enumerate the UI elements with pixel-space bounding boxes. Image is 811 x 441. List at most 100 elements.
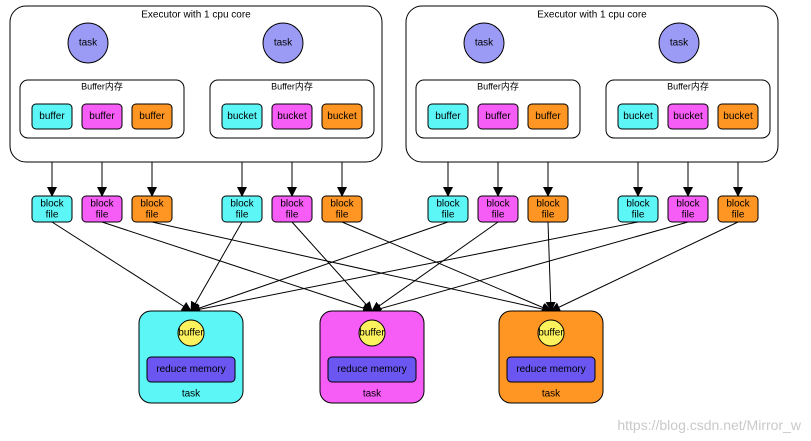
reduce-memory-label: reduce memory [337, 364, 406, 375]
map-task-circle [658, 22, 700, 64]
block-file-label-line1: block [536, 199, 560, 210]
reduce-buffer-label: buffer [538, 328, 564, 339]
file-to-reduce-arrow [550, 221, 739, 312]
reduce-memory-box [506, 356, 596, 383]
block-file-label-line2: file [46, 210, 59, 221]
file-to-reduce-arrow [371, 221, 689, 314]
bucket-box [617, 103, 659, 130]
map-task-circle [463, 22, 505, 64]
reduce-buffer-circle [358, 319, 386, 347]
block-file-label-line2: file [492, 210, 505, 221]
bucket-box [221, 103, 263, 130]
map-task-label: task [670, 38, 689, 49]
block-file-box [477, 195, 519, 223]
block-file-label-line1: block [726, 199, 750, 210]
block-file-label-line2: file [682, 210, 695, 221]
file-to-reduce-arrow [190, 221, 449, 313]
block-file-label-line1: block [676, 199, 700, 210]
block-file-box [31, 195, 73, 223]
reduce-buffer-circle [177, 319, 205, 347]
file-to-reduce-arrow [101, 221, 373, 313]
reduce-buffer-label: buffer [359, 328, 385, 339]
block-file-box [527, 195, 569, 223]
file-to-reduce-arrow [51, 221, 192, 312]
block-file-box [221, 195, 263, 223]
reduce-memory-box [146, 356, 236, 383]
map-task-label: task [475, 38, 494, 49]
buffer-box [527, 103, 569, 130]
reduce-memory-label: reduce memory [156, 364, 225, 375]
bucket-label: bucket [723, 111, 753, 122]
block-file-label-line2: file [236, 210, 249, 221]
file-to-reduce-arrow [545, 221, 556, 312]
reduce-memory-box [327, 356, 417, 383]
bucket-label: bucket [623, 111, 653, 122]
block-file-label-line2: file [146, 210, 159, 221]
bucket-label: bucket [277, 111, 307, 122]
block-file-label-line2: file [286, 210, 299, 221]
map-task-label: task [274, 38, 293, 49]
map-task-label: task [79, 38, 98, 49]
buffer-memory-label: Buffer内存 [667, 80, 709, 91]
watermark: https://blog.csdn.net/Mirror_w [617, 417, 801, 433]
buffer-box [427, 103, 469, 130]
block-file-label-line1: block [626, 199, 650, 210]
buffer-box [477, 103, 519, 130]
bucket-box [717, 103, 759, 130]
reduce-task-label: task [363, 389, 382, 400]
buffer-box [131, 103, 173, 130]
buffer-memory-label: Buffer内存 [477, 80, 519, 91]
reduce-task-label: task [182, 389, 201, 400]
map-task-circle [67, 22, 109, 64]
block-file-label-line1: block [436, 199, 460, 210]
block-file-box [321, 195, 363, 223]
buffer-label: buffer [435, 111, 461, 122]
file-to-reduce-arrow [371, 221, 499, 312]
reduce-memory-label: reduce memory [516, 364, 585, 375]
block-file-label-line1: block [40, 199, 64, 210]
block-file-box [131, 195, 173, 223]
bucket-box [667, 103, 709, 130]
reduce-buffer-label: buffer [178, 328, 204, 339]
bucket-box [321, 103, 363, 130]
block-file-box [427, 195, 469, 223]
block-file-label-line1: block [90, 199, 114, 210]
buffer-label: buffer [535, 111, 561, 122]
file-to-reduce-arrow [341, 221, 552, 313]
file-to-reduce-arrow [151, 221, 552, 314]
buffer-box [81, 103, 123, 130]
block-file-label-line1: block [330, 199, 354, 210]
block-file-label-line2: file [336, 210, 349, 221]
file-to-reduce-arrow [190, 221, 243, 312]
map-task-circle [262, 22, 304, 64]
executor-title: Executor with 1 cpu core [141, 10, 251, 21]
reduce-task-label: task [542, 389, 561, 400]
block-file-label-line1: block [230, 199, 254, 210]
bucket-box [271, 103, 313, 130]
buffer-label: buffer [485, 111, 511, 122]
bucket-label: bucket [327, 111, 357, 122]
reduce-buffer-circle [537, 319, 565, 347]
block-file-label-line1: block [280, 199, 304, 210]
block-file-label-line2: file [542, 210, 555, 221]
buffer-label: buffer [39, 111, 65, 122]
buffer-label: buffer [89, 111, 115, 122]
buffer-box [31, 103, 73, 130]
block-file-label-line1: block [486, 199, 510, 210]
block-file-label-line2: file [442, 210, 455, 221]
block-file-label-line2: file [732, 210, 745, 221]
bucket-label: bucket [673, 111, 703, 122]
block-file-label-line1: block [140, 199, 164, 210]
buffer-label: buffer [139, 111, 165, 122]
file-to-reduce-arrow [291, 221, 373, 312]
bucket-label: bucket [227, 111, 257, 122]
file-to-reduce-arrow [190, 221, 639, 315]
block-file-box [717, 195, 759, 223]
block-file-box [271, 195, 313, 223]
block-file-box [81, 195, 123, 223]
buffer-memory-label: Buffer内存 [271, 80, 313, 91]
buffer-memory-label: Buffer内存 [81, 80, 123, 91]
block-file-box [667, 195, 709, 223]
block-file-label-line2: file [96, 210, 109, 221]
